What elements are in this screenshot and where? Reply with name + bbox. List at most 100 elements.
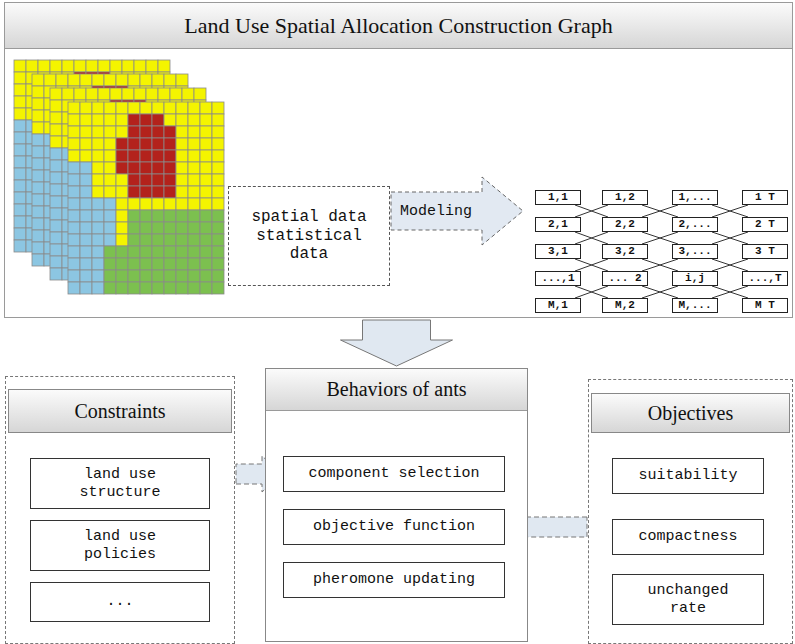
map-cell (50, 100, 62, 112)
graph-node: 2,2 (602, 217, 648, 232)
map-cell (104, 150, 116, 162)
map-cell (158, 60, 170, 72)
map-cell (200, 126, 212, 138)
map-cell (68, 150, 80, 162)
graph-node: 1 T (742, 190, 788, 205)
node-label: Modeling (390, 192, 482, 230)
map-cell (152, 198, 164, 210)
graph-node: 2,... (672, 217, 718, 232)
dashed-panel: Constraintsland use structureland use po… (5, 376, 235, 644)
map-cell (140, 186, 152, 198)
map-cell (134, 88, 146, 100)
map-cell (92, 162, 104, 174)
graph-link (712, 259, 748, 271)
map-cell (140, 74, 152, 86)
map-cell (38, 60, 50, 72)
map-cell (14, 84, 26, 96)
map-cell (140, 198, 152, 210)
map-cell (152, 102, 164, 114)
map-cell (104, 234, 116, 246)
graph-link (642, 259, 678, 271)
node-label: 2,2 (615, 219, 635, 230)
graph-link (575, 232, 608, 244)
node-label: objective function (313, 518, 475, 535)
map-cell (14, 216, 26, 228)
map-cell (212, 198, 224, 210)
map-cell (32, 74, 44, 86)
map-cell (176, 174, 188, 186)
graph-node: M,2 (602, 298, 648, 313)
map-cell (176, 270, 188, 282)
node-label: 2 T (755, 219, 775, 230)
graph-link (712, 205, 748, 217)
map-cell (92, 270, 104, 282)
map-cell (176, 210, 188, 222)
map-cell (80, 186, 92, 198)
map-cell (80, 210, 92, 222)
map-cell (80, 126, 92, 138)
map-cell (116, 126, 128, 138)
map-cell (32, 194, 44, 206)
map-cell (164, 210, 176, 222)
item-box: land use policies (30, 520, 210, 571)
map-cell (104, 174, 116, 186)
node-label: 1 T (755, 192, 775, 203)
map-cell (140, 270, 152, 282)
map-cell (116, 150, 128, 162)
map-cell (152, 150, 164, 162)
graph-link (642, 259, 678, 271)
map-cell (32, 122, 44, 134)
graph-link (642, 286, 678, 298)
map-cell (68, 246, 80, 258)
map-cell (128, 102, 140, 114)
map-cell (14, 132, 26, 144)
map-cell (176, 222, 188, 234)
map-cell (80, 234, 92, 246)
map-cell (128, 126, 140, 138)
map-cell (104, 102, 116, 114)
map-cell (50, 60, 62, 72)
graph-link (712, 232, 748, 244)
map-cell (80, 74, 92, 86)
node-label: suitability (638, 467, 737, 484)
map-cell (212, 114, 224, 126)
map-cell (176, 150, 188, 162)
graph-link (642, 232, 678, 244)
map-cell (80, 150, 92, 162)
graph-link (575, 286, 608, 298)
map-cell (152, 174, 164, 186)
map-cell (68, 174, 80, 186)
map-cell (128, 210, 140, 222)
map-cell (68, 138, 80, 150)
map-cell (182, 88, 194, 100)
map-cell (188, 246, 200, 258)
map-cell (50, 112, 62, 124)
map-cell (200, 150, 212, 162)
map-cell (128, 258, 140, 270)
map-cell (98, 60, 110, 72)
map-cell (152, 222, 164, 234)
node-label: M,2 (615, 300, 635, 311)
map-cell (212, 258, 224, 270)
map-cell (32, 146, 44, 158)
map-cell (200, 162, 212, 174)
map-cell (152, 234, 164, 246)
map-cell (62, 88, 74, 100)
map-cell (188, 102, 200, 114)
node-label: 1,... (678, 192, 711, 203)
map-cell (92, 74, 104, 86)
map-cell (176, 246, 188, 258)
map-cell (176, 282, 188, 294)
map-cell (92, 138, 104, 150)
map-cell (116, 282, 128, 294)
map-cell (116, 258, 128, 270)
map-cell (200, 222, 212, 234)
map-cell (212, 222, 224, 234)
map-cell (104, 246, 116, 258)
map-cell (92, 234, 104, 246)
map-cell (68, 74, 80, 86)
map-cell (32, 230, 44, 242)
map-cell (200, 198, 212, 210)
map-cell (140, 210, 152, 222)
map-cell (200, 258, 212, 270)
